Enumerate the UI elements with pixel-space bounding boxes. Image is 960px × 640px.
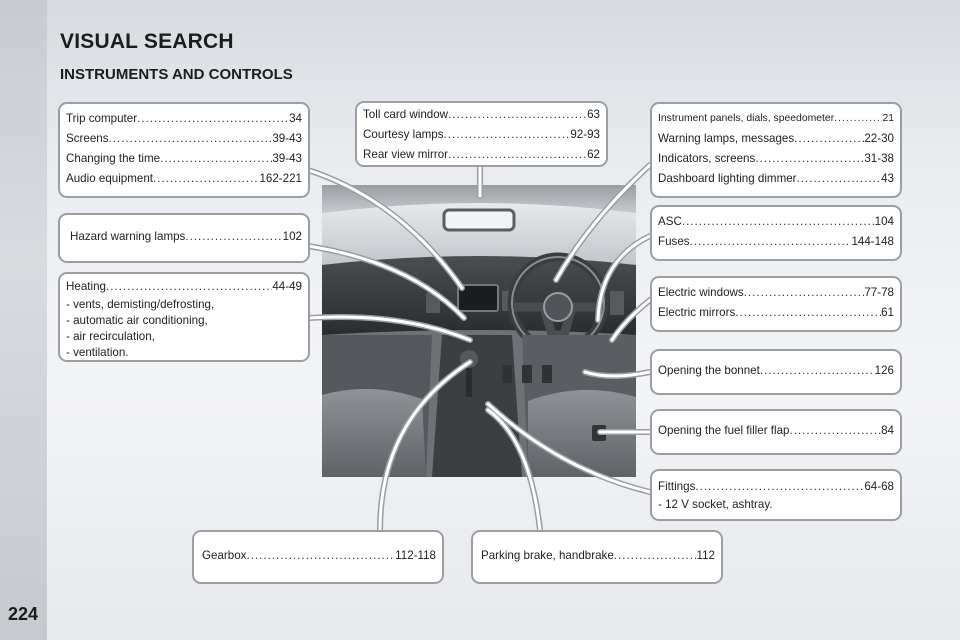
entry-screens[interactable]: Screens 39-43 xyxy=(66,129,302,149)
heating-subitem: - vents, demisting/defrosting, xyxy=(66,298,215,311)
entry-parking-brake[interactable]: Parking brake, handbrake 112 xyxy=(481,546,715,566)
fittings-subitem: - 12 V socket, ashtray. xyxy=(658,498,773,511)
callout-bonnet: Opening the bonnet 126 xyxy=(650,349,902,395)
entry-fittings[interactable]: Fittings 64-68 xyxy=(658,477,894,497)
entry-gearbox[interactable]: Gearbox112-118 xyxy=(202,546,436,566)
entry-asc[interactable]: ASC 104 xyxy=(658,212,894,232)
entry-courtesy-lamps[interactable]: Courtesy lamps 92-93 xyxy=(363,125,600,145)
callout-gearbox: Gearbox112-118 xyxy=(192,530,444,584)
entry-hazard-warning-lamps[interactable]: Hazard warning lamps102 xyxy=(70,227,302,247)
entry-fuses[interactable]: Fuses144-148 xyxy=(658,232,894,252)
callout-instrument-panels: Instrument panels, dials, speedometer 21… xyxy=(650,102,902,198)
callout-heating: Heating 44-49 - vents, demisting/defrost… xyxy=(58,272,310,362)
entry-opening-bonnet[interactable]: Opening the bonnet 126 xyxy=(658,361,894,381)
entry-fuel-filler-flap[interactable]: Opening the fuel filler flap84 xyxy=(658,421,894,441)
callout-trip-computer: Trip computer 34 Screens 39-43 Changing … xyxy=(58,102,310,198)
entry-toll-card-window[interactable]: Toll card window 63 xyxy=(363,105,600,125)
entry-dashboard-dimmer[interactable]: Dashboard lighting dimmer 43 xyxy=(658,169,894,189)
section-subtitle: INSTRUMENTS AND CONTROLS xyxy=(60,66,293,83)
entry-warning-lamps[interactable]: Warning lamps, messages 22-30 xyxy=(658,129,894,149)
entry-trip-computer[interactable]: Trip computer 34 xyxy=(66,109,302,129)
heating-subitem: - air recirculation, xyxy=(66,330,155,343)
page-margin-strip xyxy=(0,0,47,640)
dashboard-photo xyxy=(322,185,636,477)
entry-electric-windows[interactable]: Electric windows 77-78 xyxy=(658,283,894,303)
entry-instrument-panels[interactable]: Instrument panels, dials, speedometer 21 xyxy=(658,109,894,129)
heating-subitem: - automatic air conditioning, xyxy=(66,314,208,327)
entry-audio-equipment[interactable]: Audio equipment 162-221 xyxy=(66,169,302,189)
dashboard-illustration xyxy=(322,185,636,477)
entry-changing-time[interactable]: Changing the time 39-43 xyxy=(66,149,302,169)
heating-subitem: - ventilation. xyxy=(66,346,129,359)
callout-parking-brake: Parking brake, handbrake 112 xyxy=(471,530,723,584)
page-number: 224 xyxy=(8,604,39,624)
callout-hazard: Hazard warning lamps102 xyxy=(58,213,310,263)
entry-electric-mirrors[interactable]: Electric mirrors 61 xyxy=(658,303,894,323)
callout-fittings: Fittings 64-68 - 12 V socket, ashtray. xyxy=(650,469,902,521)
entry-rear-view-mirror[interactable]: Rear view mirror 62 xyxy=(363,145,600,165)
entry-heating[interactable]: Heating 44-49 xyxy=(66,277,302,297)
page-title: VISUAL SEARCH xyxy=(60,30,234,53)
entry-indicators-screens[interactable]: Indicators, screens 31-38 xyxy=(658,149,894,169)
callout-electric-windows: Electric windows 77-78 Electric mirrors … xyxy=(650,276,902,332)
callout-fuel-flap: Opening the fuel filler flap84 xyxy=(650,409,902,455)
callout-toll-card: Toll card window 63 Courtesy lamps 92-93… xyxy=(355,101,608,167)
callout-asc-fuses: ASC 104 Fuses144-148 xyxy=(650,205,902,261)
